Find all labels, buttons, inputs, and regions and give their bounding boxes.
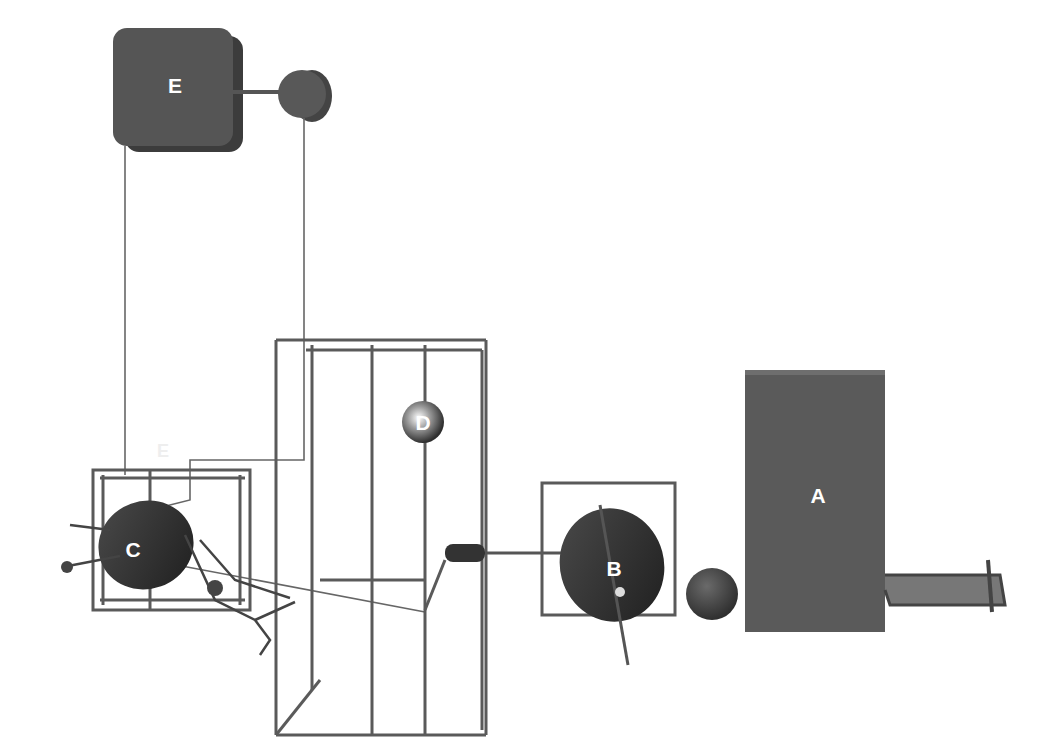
rod (600, 505, 628, 665)
part-c (61, 470, 295, 655)
shaft (485, 552, 565, 555)
wire (150, 118, 304, 510)
tray (885, 575, 1005, 605)
box (745, 370, 885, 632)
tall-frame (276, 340, 486, 735)
disk (547, 496, 677, 633)
linkage (68, 525, 295, 655)
ball (686, 568, 738, 620)
joint (207, 580, 223, 596)
part-label: D (415, 412, 430, 433)
cylinder (445, 544, 485, 562)
wire (124, 146, 126, 475)
knob (615, 587, 625, 597)
part-label: C (125, 539, 140, 560)
disk (86, 487, 206, 603)
part-a (745, 370, 1005, 632)
block (113, 28, 233, 146)
part-label: E (157, 442, 169, 460)
ball (61, 561, 73, 573)
pulley (278, 70, 326, 118)
part-label: A (810, 485, 825, 506)
tray-lip (988, 560, 992, 612)
coupling (445, 544, 565, 562)
part-label: B (606, 558, 621, 579)
part-b (542, 483, 677, 665)
box-top (745, 370, 885, 375)
part-e (113, 28, 332, 152)
part-d (402, 401, 444, 443)
part-label: E (168, 75, 182, 96)
